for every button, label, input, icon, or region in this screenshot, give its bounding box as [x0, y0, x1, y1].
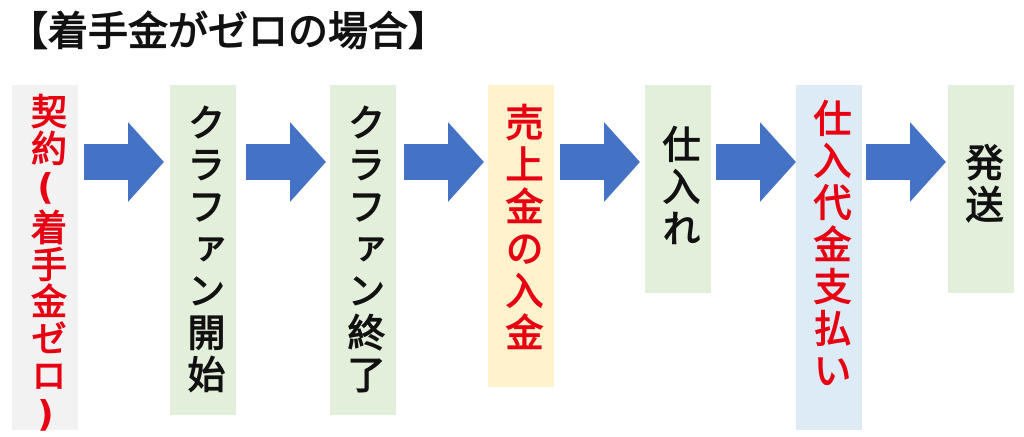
right-arrow-icon: [560, 122, 640, 202]
step-label: クラファン開始: [181, 103, 225, 397]
step-box-purchase-payment: 仕入代金支払い: [796, 85, 862, 430]
step-label: 売上金の入金: [499, 103, 543, 355]
step-label: 発送: [959, 143, 1003, 227]
step-box-purchasing: 仕入れ: [645, 85, 711, 293]
step-label: 仕入代金支払い: [807, 99, 851, 393]
step-box-contract: 契約(着手金ゼロ): [12, 85, 78, 436]
step-label: 契約(着手金ゼロ): [25, 93, 66, 436]
step-label: 仕入れ: [656, 125, 700, 251]
step-box-sales-deposit: 売上金の入金: [488, 85, 554, 387]
right-arrow-icon: [716, 122, 796, 202]
right-arrow-icon: [866, 122, 946, 202]
right-arrow-icon: [404, 122, 484, 202]
step-box-crowdfunding-end: クラファン終了: [330, 85, 396, 415]
right-arrow-icon: [246, 122, 326, 202]
step-box-crowdfunding-start: クラファン開始: [170, 85, 236, 415]
step-box-shipping: 発送: [948, 85, 1014, 293]
right-arrow-icon: [84, 122, 164, 202]
diagram-title: 【着手金がゼロの場合】: [8, 9, 448, 55]
step-label: クラファン終了: [341, 103, 385, 397]
